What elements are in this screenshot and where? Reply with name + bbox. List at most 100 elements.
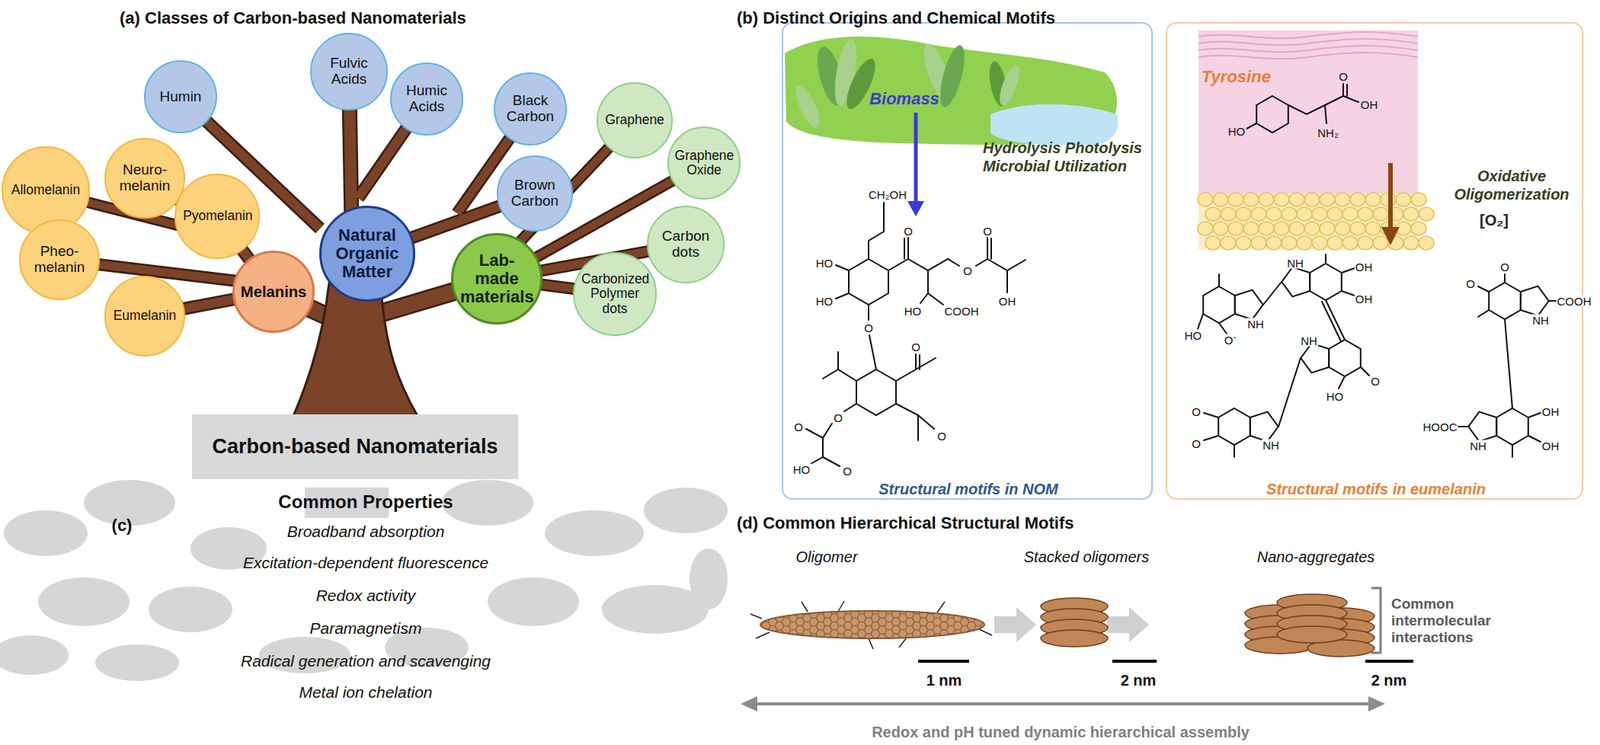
skin-cell: [1403, 207, 1419, 221]
atom-label: HO: [815, 257, 835, 269]
atom-label: O: [936, 430, 948, 442]
class-circle: Graphene Oxide: [667, 126, 741, 200]
atom-label: NH: [1531, 314, 1550, 327]
panel-text: Structural motifs in eumelanin: [1266, 480, 1486, 499]
atom-label: O: [982, 225, 993, 237]
class-circle: Black Carbon: [493, 72, 567, 146]
panel-title: (d) Common Hierarchical Structural Motif…: [736, 513, 1075, 533]
skin-layer: [1198, 38, 1418, 45]
skin-cell: [1334, 221, 1351, 236]
figure-label: Metal ion chelation: [298, 683, 432, 702]
atom-label: HO: [815, 295, 835, 308]
silhouette-blob: [148, 586, 233, 633]
drawing-stroke: [1250, 412, 1279, 442]
drawing-stroke: [1219, 323, 1227, 334]
skin-cell: [1334, 192, 1351, 207]
skin-cell: [1365, 221, 1381, 236]
skin-cell: [1403, 236, 1419, 250]
drawing-stroke: [1478, 310, 1489, 317]
drawing-stroke: [1342, 83, 1344, 96]
skin-cell: [1220, 207, 1236, 221]
drawing-stroke: [1246, 123, 1257, 129]
atom-label: O: [1190, 406, 1202, 418]
stacked-sheet: [1276, 626, 1348, 644]
drawing-stroke: [1343, 96, 1359, 103]
drawing-stroke: [1288, 105, 1325, 115]
skin-cell: [1327, 236, 1343, 250]
class-name: Humic Acids: [397, 83, 457, 116]
panel-title: (c): [112, 515, 133, 535]
figure-label: Common intermolecular interactions: [1391, 595, 1536, 647]
class-circle: Carbonized Polymer dots: [572, 252, 657, 336]
atom-label: O: [910, 341, 922, 353]
atom-label: OH: [1541, 440, 1561, 452]
drawing-stroke: [1006, 270, 1008, 293]
silhouette-blob: [0, 635, 69, 676]
skin-cell: [1312, 236, 1328, 250]
figure-label: Oligomer: [795, 548, 858, 567]
drawing-stroke: [1321, 301, 1341, 342]
skin-cell: [1312, 207, 1328, 221]
skin-cell: [1235, 236, 1252, 250]
skin-cell: [1235, 207, 1252, 221]
leaf: [790, 83, 824, 132]
drawing-stroke: [1341, 291, 1355, 296]
skin-cell: [1327, 207, 1343, 221]
stacked-sheet: [1040, 630, 1108, 647]
atom-label: COOH: [1556, 295, 1593, 308]
origin-panel: BiomassHydrolysis Photolysis Microbial U…: [781, 22, 1153, 500]
skin-cell: [1319, 221, 1335, 236]
drawing-stroke: [822, 457, 840, 467]
atom-label: NH₂: [1316, 127, 1340, 139]
drawing-stroke: [1504, 274, 1506, 283]
skin-cell: [1319, 192, 1335, 207]
silhouette-blob: [38, 577, 130, 627]
drawing-stroke: [1324, 254, 1327, 264]
drawing-stroke: [1528, 412, 1541, 418]
skin-cell: [1251, 207, 1267, 221]
panel-title: (b) Distinct Origins and Chemical Motifs: [736, 8, 1056, 28]
heading-text: Carbon-based Nanomaterials: [211, 435, 498, 459]
skin-cell: [1411, 192, 1427, 207]
skin-cell: [1197, 221, 1213, 236]
atom-label: HO: [1227, 125, 1247, 138]
drawing-stroke: [1360, 367, 1370, 376]
drawing-stroke: [806, 423, 832, 439]
skin-cell: [1205, 236, 1221, 250]
skin-cell: [1266, 236, 1282, 250]
silhouette-blob: [544, 510, 644, 557]
skin-cell: [1273, 221, 1290, 236]
drawing-stroke: [1233, 444, 1236, 458]
drawing-stroke: [1478, 286, 1489, 292]
silhouette-blob: [95, 644, 180, 682]
skin-cell: [1395, 192, 1412, 207]
drawing-stroke: [835, 293, 849, 299]
drawing-stroke: [1496, 408, 1529, 445]
atom-label: OH: [1354, 261, 1374, 273]
leaf: [995, 63, 1024, 109]
skin-cell: [1304, 221, 1320, 236]
class-name: Carbon dots: [654, 228, 717, 261]
drawing-stroke: [1324, 105, 1327, 124]
atom-label: OH: [1541, 406, 1561, 418]
figure-label: Paramagnetism: [309, 619, 422, 638]
class-name: Lab- made materials: [460, 251, 534, 308]
skin-layer: [1198, 52, 1418, 59]
class-circle: Pheo- melanin: [19, 219, 100, 301]
drawing-stroke: [1488, 282, 1521, 320]
figure-label: Radical generation and scavenging: [240, 652, 491, 671]
class-circle: Graphene: [596, 82, 673, 159]
silhouette-blob: [643, 487, 728, 534]
skin-layer: [1198, 32, 1418, 39]
silhouette-blob: [3, 510, 88, 557]
skin-cell: [1273, 192, 1290, 207]
drawing-stroke: [867, 304, 870, 320]
atom-label: HO: [1184, 329, 1204, 342]
panel-title: (a) Classes of Carbon-based Nanomaterial…: [119, 8, 467, 28]
drawing-stroke: [1256, 96, 1289, 133]
atom-label: OH: [1360, 99, 1380, 111]
atom-label: HOOC: [1422, 421, 1459, 433]
drawing-stroke: [1203, 286, 1236, 324]
drawing-stroke: [1203, 412, 1219, 418]
